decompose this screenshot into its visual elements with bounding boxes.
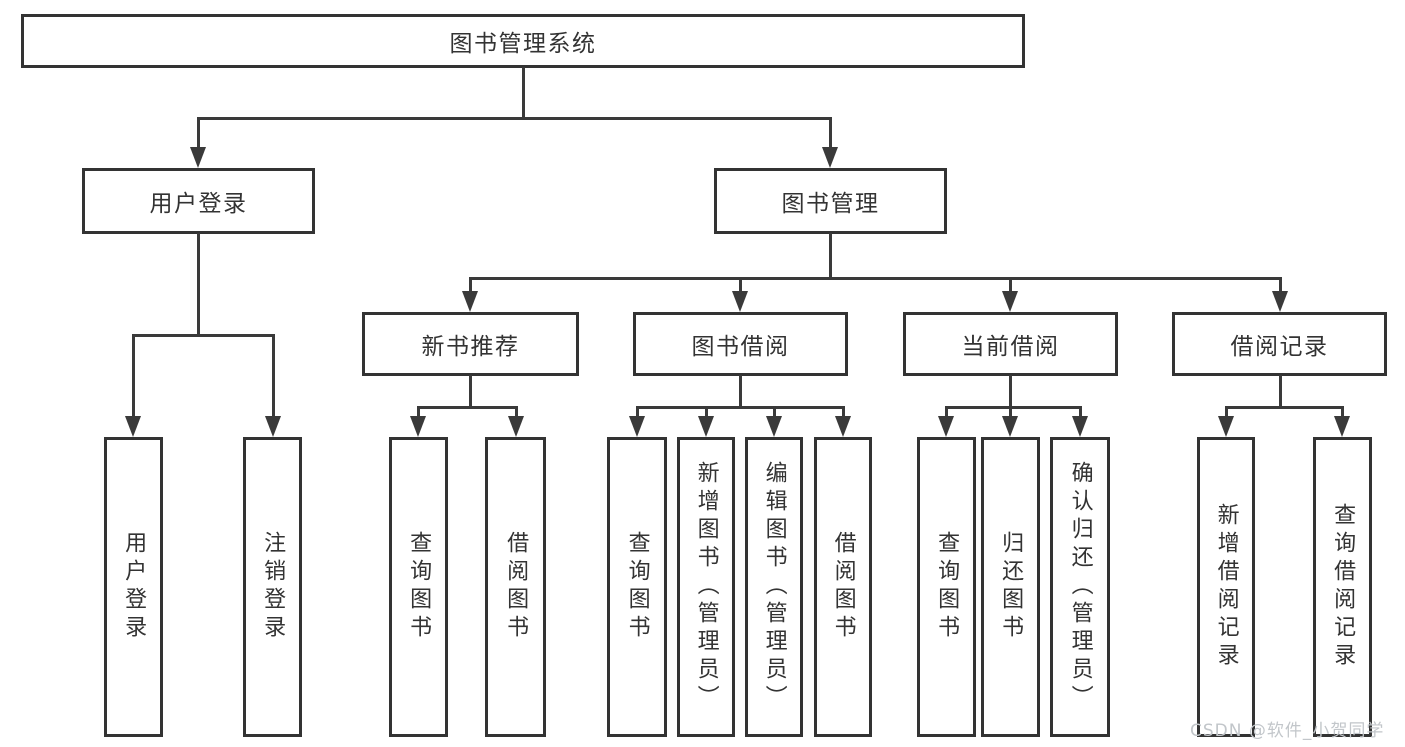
arrow-down-icon <box>822 147 838 168</box>
connector-line <box>468 276 472 296</box>
connector-line <box>196 232 200 337</box>
node-label: 用户登录 <box>149 191 248 217</box>
leaf-user-login: 用户登录 <box>104 437 163 737</box>
connector-line <box>772 405 776 421</box>
node-borrow-records: 借阅记录 <box>1172 312 1387 376</box>
arrow-down-icon <box>835 416 851 437</box>
node-label: 编辑图书（管理员） <box>761 461 787 713</box>
leaf-query-books-2: 查询图书 <box>607 437 667 737</box>
connector-line <box>1278 374 1282 409</box>
connector-line <box>196 116 832 120</box>
node-root-library-system: 图书管理系统 <box>21 14 1025 68</box>
leaf-query-books-1: 查询图书 <box>389 437 448 737</box>
arrow-down-icon <box>1272 291 1288 312</box>
arrow-down-icon <box>462 291 478 312</box>
connector-line <box>828 232 832 280</box>
node-label: 归还图书 <box>998 531 1024 643</box>
connector-line <box>131 333 275 337</box>
connector-line <box>468 276 1282 280</box>
node-label: 查询图书 <box>624 531 650 643</box>
connector-line <box>1278 276 1282 296</box>
arrow-down-icon <box>938 416 954 437</box>
connector-line <box>738 276 742 296</box>
leaf-add-books-admin: 新增图书（管理员） <box>677 437 735 737</box>
leaf-edit-books-admin: 编辑图书（管理员） <box>745 437 803 737</box>
arrow-down-icon <box>508 416 524 437</box>
leaf-confirm-return-admin: 确认归还（管理员） <box>1050 437 1110 737</box>
node-current-borrow: 当前借阅 <box>903 312 1118 376</box>
arrow-down-icon <box>1002 291 1018 312</box>
node-label: 注销登录 <box>260 531 286 643</box>
connector-line <box>1008 374 1012 409</box>
connector-line <box>944 405 1082 409</box>
connector-line <box>1008 276 1012 296</box>
arrow-down-icon <box>190 147 206 168</box>
node-new-book-recommend: 新书推荐 <box>362 312 579 376</box>
connector-line <box>1224 405 1228 421</box>
arrow-down-icon <box>698 416 714 437</box>
connector-line <box>944 405 948 421</box>
leaf-add-borrow-record: 新增借阅记录 <box>1197 437 1255 737</box>
leaf-return-books: 归还图书 <box>981 437 1040 737</box>
node-label: 借阅记录 <box>1230 334 1329 360</box>
connector-line <box>416 405 518 409</box>
connector-line <box>416 405 420 421</box>
arrow-down-icon <box>732 291 748 312</box>
node-label: 查询图书 <box>934 531 960 643</box>
leaf-borrow-books-2: 借阅图书 <box>814 437 872 737</box>
arrow-down-icon <box>410 416 426 437</box>
node-book-borrow: 图书借阅 <box>633 312 848 376</box>
node-label: 借阅图书 <box>503 531 529 643</box>
arrow-down-icon <box>629 416 645 437</box>
connector-line <box>828 116 832 152</box>
node-label: 查询图书 <box>406 531 432 643</box>
connector-line <box>514 405 518 421</box>
connector-line <box>521 66 525 120</box>
node-label: 用户登录 <box>121 531 147 643</box>
connector-line <box>635 405 639 421</box>
node-label: 新增借阅记录 <box>1213 503 1239 671</box>
connector-line <box>738 374 742 409</box>
leaf-query-borrow-record: 查询借阅记录 <box>1313 437 1372 737</box>
connector-line <box>1008 405 1012 421</box>
connector-line <box>271 333 275 421</box>
leaf-borrow-books-1: 借阅图书 <box>485 437 546 737</box>
node-label: 新书推荐 <box>421 334 520 360</box>
connector-line <box>1224 405 1344 409</box>
node-book-management: 图书管理 <box>714 168 947 234</box>
csdn-watermark: CSDN @软件_小贺同学 <box>1190 721 1385 741</box>
node-label: 新增图书（管理员） <box>693 461 719 713</box>
leaf-logout: 注销登录 <box>243 437 302 737</box>
node-label: 图书借阅 <box>691 334 790 360</box>
connector-line <box>1340 405 1344 421</box>
connector-line <box>704 405 708 421</box>
node-label: 图书管理系统 <box>449 31 597 57</box>
arrow-down-icon <box>125 416 141 437</box>
arrow-down-icon <box>766 416 782 437</box>
arrow-down-icon <box>1002 416 1018 437</box>
node-label: 确认归还（管理员） <box>1067 461 1093 713</box>
connector-line <box>131 333 135 421</box>
arrow-down-icon <box>1218 416 1234 437</box>
arrow-down-icon <box>1072 416 1088 437</box>
arrow-down-icon <box>265 416 281 437</box>
arrow-down-icon <box>1334 416 1350 437</box>
leaf-query-books-3: 查询图书 <box>917 437 976 737</box>
node-label: 查询借阅记录 <box>1330 503 1356 671</box>
node-user-login: 用户登录 <box>82 168 315 234</box>
connector-line <box>468 374 472 409</box>
connector-line <box>1078 405 1082 421</box>
node-label: 图书管理 <box>781 191 880 217</box>
node-label: 借阅图书 <box>830 531 856 643</box>
connector-line <box>841 405 845 421</box>
node-label: 当前借阅 <box>961 334 1060 360</box>
connector-line <box>196 116 200 152</box>
